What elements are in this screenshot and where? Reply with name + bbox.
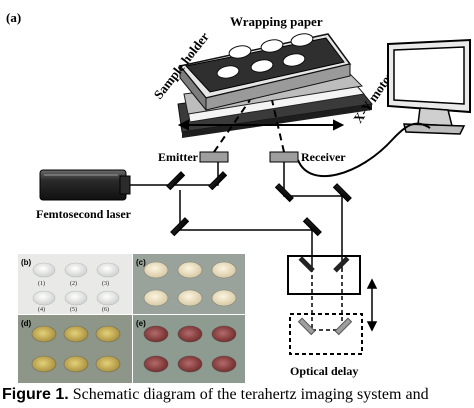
sample-stage-assembly [177,33,373,138]
caption-prefix: Figure 1. [2,386,69,403]
well-label-6: (6) [102,306,109,313]
holder-wells [216,33,314,79]
well-label-3: (3) [102,280,109,287]
photo-panel-e: (e) [133,315,245,383]
figure-caption: Figure 1. Schematic diagram of the terah… [2,386,474,408]
photo-panels: (b) (1) (2) (3) (4) (5) (6) (c) [18,254,245,383]
photo-label-d: (d) [21,319,32,328]
femtosecond-laser [39,169,131,201]
photo-label-b: (b) [21,258,32,267]
receiver-cable [297,122,431,177]
photo-panel-d: (d) [18,315,132,383]
emitter-block [199,151,229,163]
well-label-1: (1) [38,280,45,287]
delay-stage-top [287,255,361,295]
stage-motion-arrow [177,119,345,131]
photo-panel-b: (b) (1) (2) (3) (4) (5) (6) [18,254,132,314]
monitor-icon [387,38,471,135]
well-label-5: (5) [70,306,77,313]
photo-label-c: (c) [136,258,146,267]
laser-label: Femtosecond laser [36,207,132,221]
beam-paths [130,162,343,331]
emitter-label: Emitter [158,150,199,164]
wrapping-paper-label: Wrapping paper [230,14,323,29]
delay-stage-bottom-dashed [289,313,363,355]
optical-delay-stage [287,255,363,355]
receiver-label: Receiver [301,150,346,164]
photo-label-e: (e) [136,319,146,328]
receiver-block [269,151,299,163]
delay-label: Optical delay [290,364,358,378]
mirrors [166,171,352,237]
emitter-beam-dashed [213,99,251,153]
caption-text: Schematic diagram of the terahertz imagi… [72,386,429,403]
well-label-4: (4) [38,306,45,313]
well-label-2: (2) [70,280,77,287]
receiver-beam-dashed [271,99,285,153]
delay-motion-arrow [366,278,378,332]
panel-a-label: (a) [6,10,21,25]
photo-panel-c: (c) [133,254,245,314]
